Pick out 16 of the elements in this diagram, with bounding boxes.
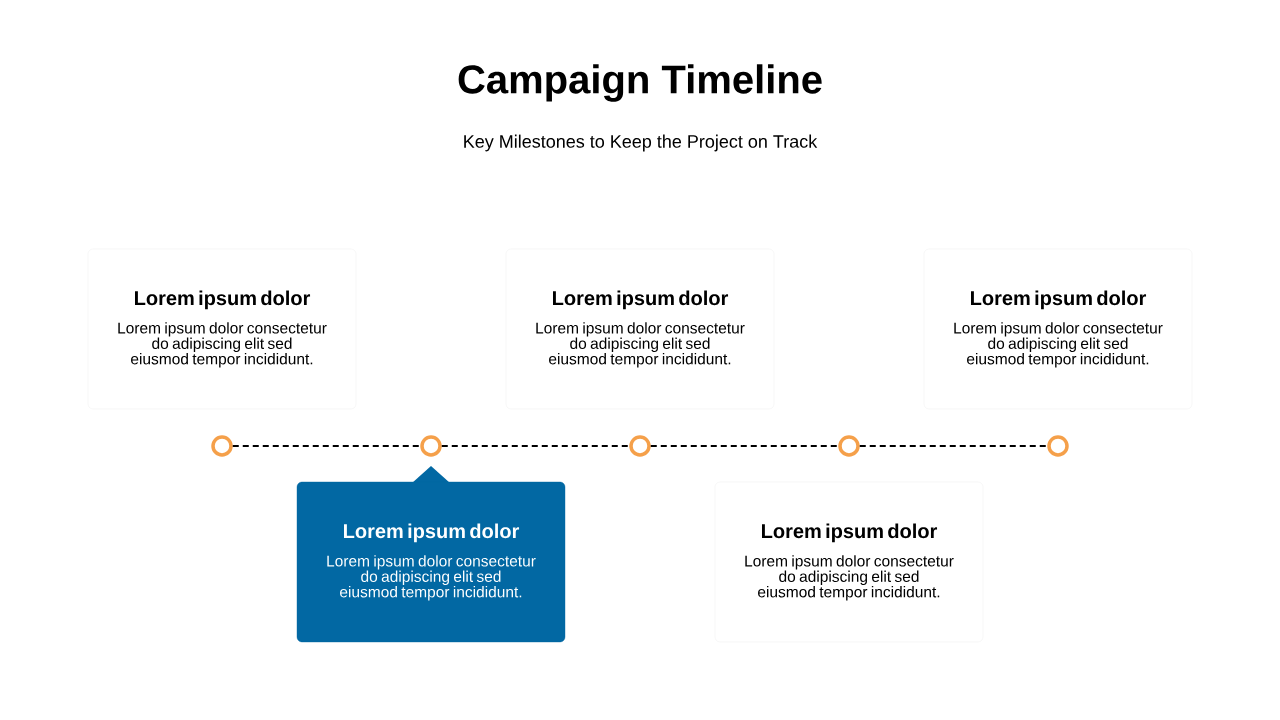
dashed-connector	[440, 445, 631, 447]
milestone-card: Lorem ipsum dolor Lorem ipsum dolor consectetur do adipiscing elit sed eiusmod tempor incididunt.	[87, 248, 357, 410]
dashed-connector	[858, 445, 1049, 447]
title: Campaign Timeline	[458, 64, 822, 102]
milestone-card: Lorem ipsum dolor Lorem ipsum dolor consectetur do adipiscing elit sed eiusmod tempor incididunt.	[505, 248, 775, 410]
milestone-card: Lorem ipsum dolor Lorem ipsum dolor consectetur do adipiscing elit sed eiusmod tempor incididunt.	[714, 481, 984, 643]
dashed-connector	[231, 445, 422, 447]
milestone-circle	[1047, 435, 1069, 457]
milestone-circle	[211, 435, 233, 457]
milestone-circle	[838, 435, 860, 457]
milestone-card: Lorem ipsum dolor Lorem ipsum dolor consectetur do adipiscing elit sed eiusmod tempor incididunt.	[923, 248, 1193, 410]
highlighted-card: Lorem ipsum dolor Lorem ipsum dolor consectetur do adipiscing elit sed eiusmod tempor incididunt.	[296, 466, 566, 643]
milestone-circle	[420, 435, 442, 457]
milestone-circle	[629, 435, 651, 457]
subtitle: Key Milestones to Keep the Project on Track	[464, 134, 818, 152]
dashed-connector	[649, 445, 840, 447]
